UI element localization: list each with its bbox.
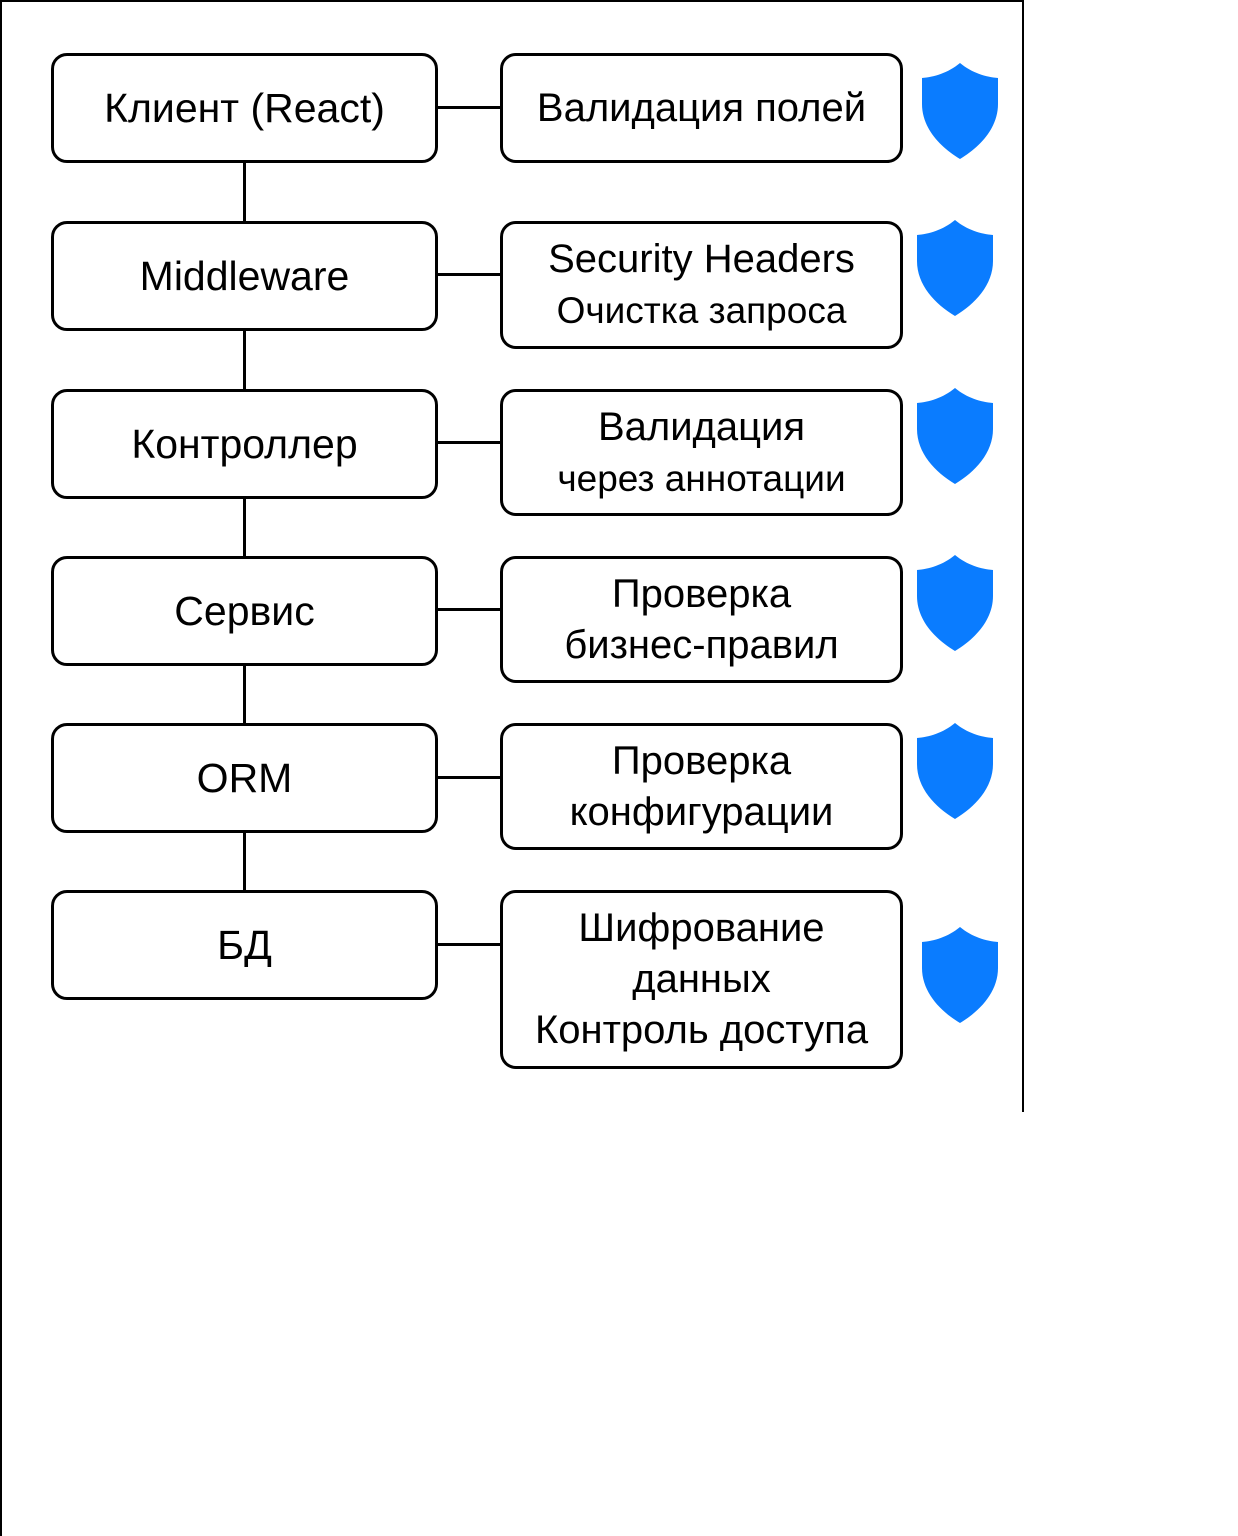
- layer-label: БД: [217, 921, 272, 968]
- check-text: бизнес-правил: [564, 622, 839, 667]
- check-text: Шифрование: [578, 906, 825, 950]
- check-box-configuration: Проверка конфигурации: [500, 723, 903, 850]
- layer-box-controller: Контроллер: [51, 389, 438, 499]
- check-text: Валидация: [597, 404, 806, 449]
- layer-label: ORM: [196, 754, 293, 801]
- layer-box-middleware: Middleware: [51, 221, 438, 331]
- layer-box-service: Сервис: [51, 556, 438, 666]
- connector-horizontal: [437, 441, 502, 444]
- check-text: Security Headers: [548, 237, 855, 281]
- connector-vertical: [243, 664, 246, 724]
- check-box-business-rules: Проверка бизнес-правил: [500, 556, 903, 683]
- connector-horizontal: [437, 943, 502, 946]
- shield-icon: [915, 554, 995, 652]
- layer-box-client: Клиент (React): [51, 53, 438, 163]
- check-text: данных: [632, 957, 771, 1001]
- check-box-annotation-validation: Валидация через аннотации: [500, 389, 903, 516]
- connector-vertical: [243, 831, 246, 891]
- check-text: конфигурации: [569, 789, 834, 834]
- connector-horizontal: [437, 106, 502, 109]
- layer-label: Клиент (React): [104, 84, 385, 131]
- frame-border-top: [0, 0, 1024, 2]
- layer-label: Контроллер: [131, 420, 358, 467]
- check-box-security-headers: Security Headers Очистка запроса: [500, 221, 903, 349]
- layer-box-orm: ORM: [51, 723, 438, 833]
- connector-vertical: [243, 329, 246, 389]
- connector-horizontal: [437, 776, 502, 779]
- shield-icon: [915, 722, 995, 820]
- check-text: Проверка: [611, 738, 792, 783]
- connector-vertical: [243, 497, 246, 557]
- check-text: Валидация полей: [536, 85, 867, 130]
- check-text: Контроль доступа: [534, 1008, 869, 1052]
- connector-horizontal: [437, 273, 502, 276]
- shield-icon: [920, 926, 1000, 1024]
- check-box-encryption-access: Шифрование данных Контроль доступа: [500, 890, 903, 1069]
- check-text: через аннотации: [557, 457, 846, 499]
- layer-label: Middleware: [139, 252, 350, 299]
- shield-icon: [915, 387, 995, 485]
- check-text: Проверка: [611, 571, 792, 616]
- frame-border-right: [1022, 0, 1024, 1112]
- connector-horizontal: [437, 608, 502, 611]
- frame-border-left: [0, 0, 2, 1536]
- check-box-field-validation: Валидация полей: [500, 53, 903, 163]
- connector-vertical: [243, 161, 246, 221]
- layer-label: Сервис: [174, 587, 315, 634]
- shield-icon: [920, 62, 1000, 160]
- shield-icon: [915, 219, 995, 317]
- layer-box-database: БД: [51, 890, 438, 1000]
- check-text: Очистка запроса: [556, 290, 847, 331]
